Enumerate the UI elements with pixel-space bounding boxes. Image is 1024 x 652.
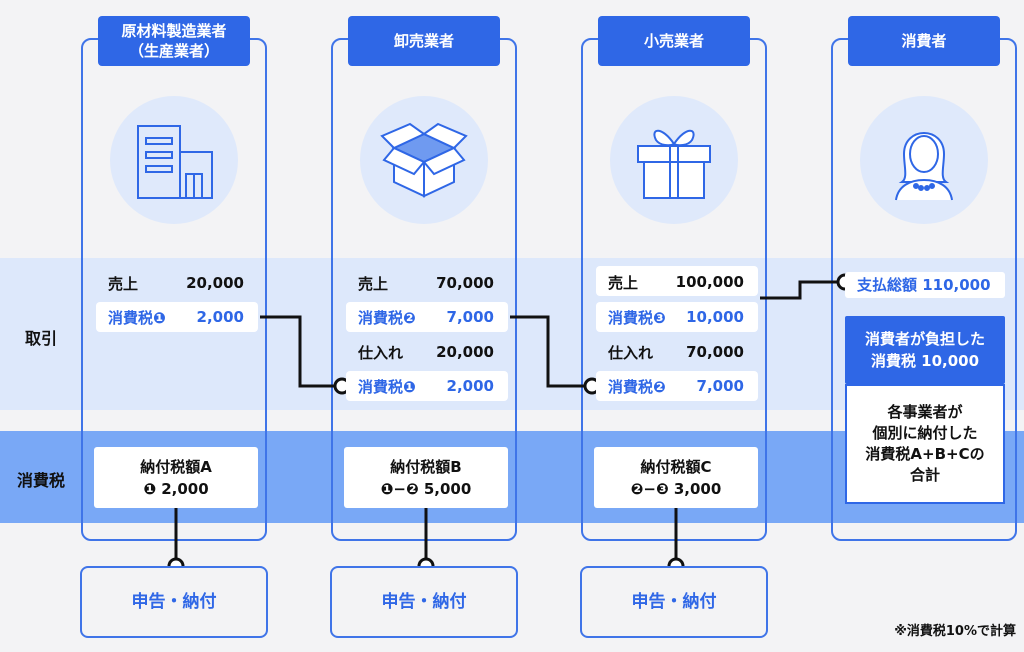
retailer-ptax-box: [596, 371, 758, 401]
wholesaler-purchase: 仕入れ 20,000: [358, 341, 494, 363]
burden-line-1: 消費者が負担した: [864, 330, 985, 348]
row-label-tax: 消費税: [16, 471, 65, 490]
gift-icon: [610, 96, 738, 224]
header-manufacturer-subtitle: （生産業者）: [128, 42, 219, 60]
tax-due-a-value: ❶ 2,000: [143, 479, 209, 498]
retailer-sales-box: [596, 266, 758, 296]
sales-label: 売上: [358, 274, 389, 293]
purchase-value: 70,000: [686, 343, 744, 361]
header-manufacturer-title: 原材料製造業者: [121, 22, 227, 40]
header-manufacturer: 原材料製造業者 （生産業者）: [98, 16, 250, 66]
sum-line-2: 個別に納付した: [872, 424, 978, 442]
building-icon: [110, 96, 238, 224]
file-payment-button-wholesaler: 申告・納付: [330, 566, 518, 638]
consumer-total-payment: 支払総額 110,000: [845, 272, 1005, 298]
tax-label: 消費税❸: [608, 308, 666, 327]
tax-value: 2,000: [196, 308, 244, 326]
tax-due-b-label: 納付税額B: [390, 457, 462, 476]
retailer-tax: 消費税❸ 10,000: [608, 306, 744, 328]
person-icon: [860, 96, 988, 224]
sum-line-3: 消費税A+B+Cの: [865, 445, 985, 463]
wholesaler-ptax-box: [346, 371, 508, 401]
tax-value: 7,000: [446, 308, 494, 326]
purchase-tax-label: 消費税❷: [608, 377, 666, 396]
tax-due-b: 納付税額B ❶−❷ 5,000: [344, 447, 508, 508]
file-payment-button-manufacturer: 申告・納付: [80, 566, 268, 638]
retailer-sales: 売上 100,000: [608, 271, 744, 293]
tax-label: 消費税❷: [358, 308, 416, 327]
wholesaler-sales: 売上 70,000: [358, 272, 494, 294]
tax-due-a: 納付税額A ❶ 2,000: [94, 447, 258, 508]
manufacturer-tax: 消費税❶ 2,000: [108, 306, 244, 328]
sales-value: 100,000: [675, 273, 744, 291]
sales-label: 売上: [608, 273, 639, 292]
purchase-label: 仕入れ: [608, 343, 654, 362]
tax-due-a-label: 納付税額A: [140, 457, 212, 476]
consumer-burden-box: 消費者が負担した 消費税 10,000: [845, 316, 1005, 384]
file-payment-button-retailer: 申告・納付: [580, 566, 768, 638]
sum-line-1: 各事業者が: [887, 403, 963, 421]
sum-line-4: 合計: [909, 466, 940, 484]
purchase-tax-value: 2,000: [446, 377, 494, 395]
purchase-tax-value: 7,000: [696, 377, 744, 395]
tax-due-b-value: ❶−❷ 5,000: [380, 479, 472, 498]
sales-label: 売上: [108, 274, 139, 293]
retailer-tax-box: [596, 302, 758, 332]
header-consumer: 消費者: [848, 16, 1000, 66]
manufacturer-sales: 売上 20,000: [108, 272, 244, 294]
tax-label: 消費税❶: [108, 308, 166, 327]
wholesaler-tax-box: [346, 302, 508, 332]
row-label-trade: 取引: [24, 329, 57, 348]
wholesaler-tax: 消費税❷ 7,000: [358, 306, 494, 328]
tax-due-c-value: ❷−❸ 3,000: [630, 479, 722, 498]
retailer-purchase: 仕入れ 70,000: [608, 341, 744, 363]
header-wholesaler: 卸売業者: [348, 16, 500, 66]
purchase-label: 仕入れ: [358, 343, 404, 362]
retailer-purchase-tax: 消費税❷ 7,000: [608, 375, 744, 397]
purchase-value: 20,000: [436, 343, 494, 361]
manufacturer-tax-box: [96, 302, 258, 332]
box-icon: [360, 96, 488, 224]
footnote: ※消費税10%で計算: [894, 624, 1016, 639]
header-retailer: 小売業者: [598, 16, 750, 66]
consumer-sum-box: 各事業者が 個別に納付した 消費税A+B+Cの 合計: [845, 384, 1005, 504]
sales-value: 70,000: [436, 274, 494, 292]
tax-due-c: 納付税額C ❷−❸ 3,000: [594, 447, 758, 508]
tax-value: 10,000: [686, 308, 744, 326]
sales-value: 20,000: [186, 274, 244, 292]
purchase-tax-label: 消費税❶: [358, 377, 416, 396]
burden-line-2: 消費税 10,000: [870, 352, 980, 370]
wholesaler-purchase-tax: 消費税❶ 2,000: [358, 375, 494, 397]
tax-due-c-label: 納付税額C: [640, 457, 712, 476]
